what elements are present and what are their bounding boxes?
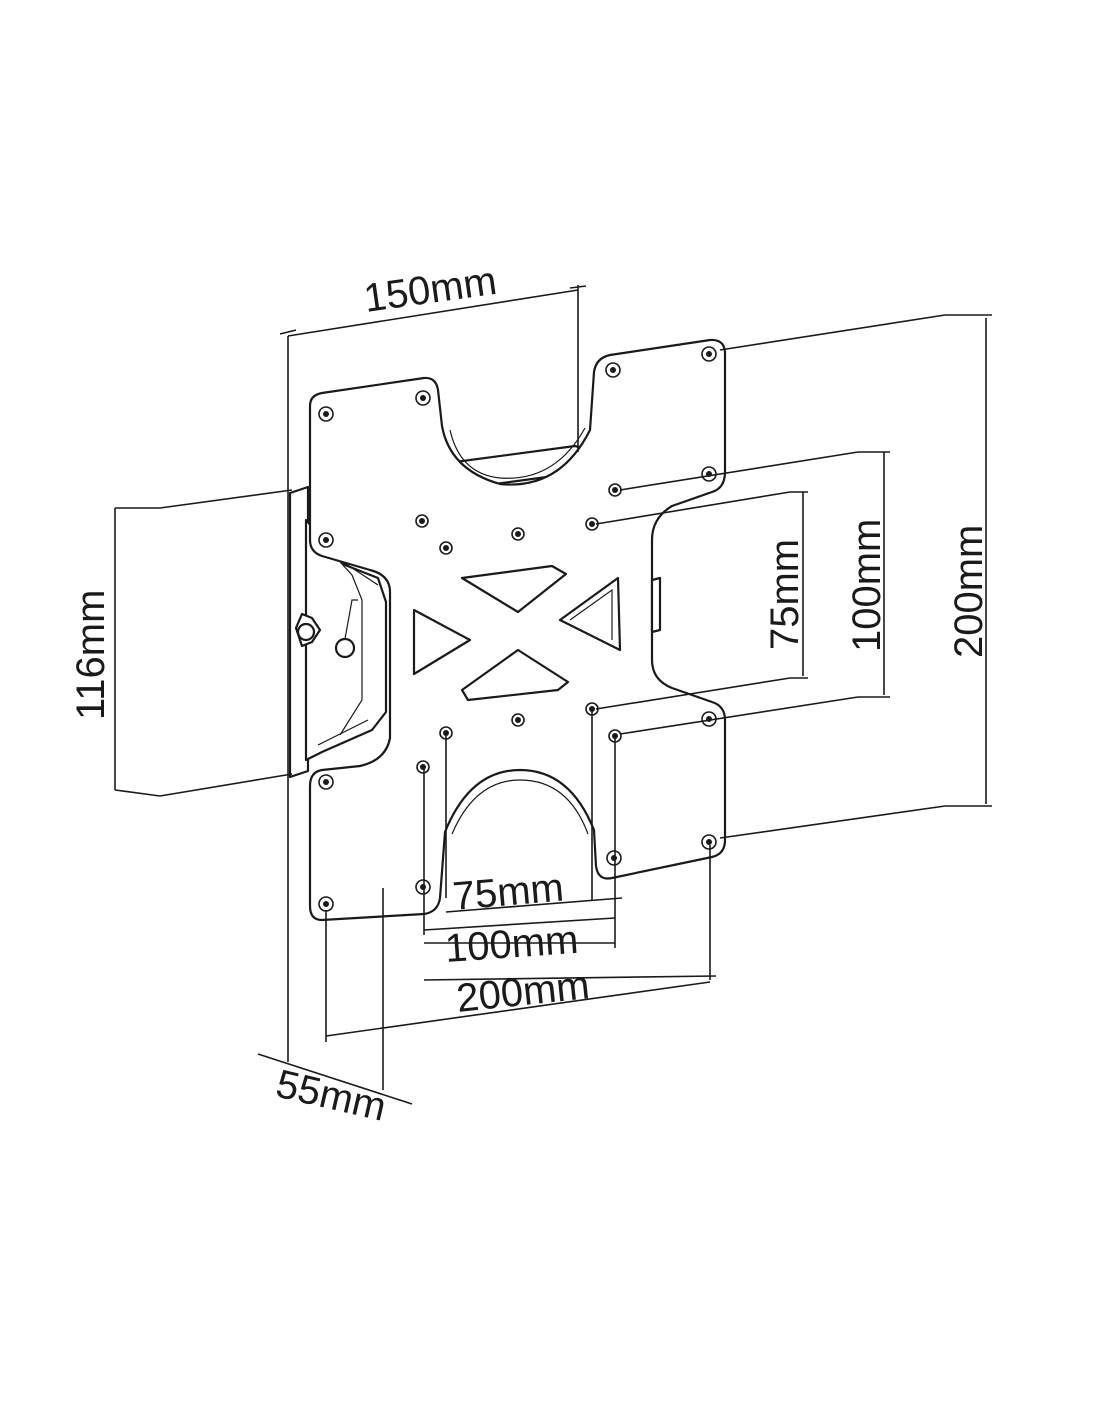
wall-bracket-arm [288,485,388,779]
dim-inner-height-75: 75mm [763,539,807,650]
dim-bottom-200: 200mm [454,963,591,1021]
hole-icon [511,713,525,727]
hole-icon [608,729,622,743]
hole-icon [318,774,334,790]
cutout-right [558,576,622,652]
hole-icon [511,527,525,541]
hole-icon [439,726,453,740]
hole-icon [439,541,453,555]
hole-icon [701,834,717,850]
hole-icon [318,532,334,548]
bolt-icon [334,599,358,659]
dim-depth: 55mm [272,1062,390,1130]
hole-icon [318,406,334,422]
dim-bottom-100: 100mm [444,918,580,971]
hole-icon [701,466,717,482]
hole-icon [415,390,431,406]
mount-holes [318,346,717,912]
dim-outer-height-200: 200mm [947,525,991,658]
dim-bottom-75: 75mm [451,865,566,919]
hole-icon [605,362,621,378]
vesa-plate [308,338,727,922]
dimension-lines [114,285,992,1105]
cutout-left [412,608,472,676]
dim-inner-height-100: 100mm [845,519,889,652]
cutout-bottom [460,648,570,702]
dim-top-width: 150mm [361,259,499,321]
dim-left-height: 116mm [69,590,113,720]
hole-icon [701,346,717,362]
hole-icon [585,517,599,531]
hole-icon [415,879,431,895]
hole-icon [318,896,334,912]
cutout-top [460,564,568,614]
hole-icon [416,760,430,774]
hole-icon [606,850,622,866]
hole-icon [608,483,622,497]
hole-icon [415,514,429,528]
knob-icon [294,612,322,648]
